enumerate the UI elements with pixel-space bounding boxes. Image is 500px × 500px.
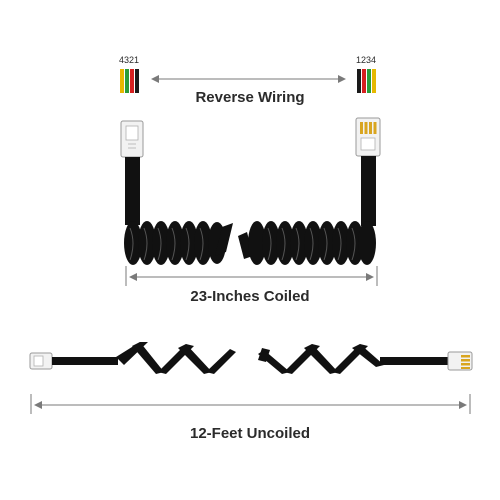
uncoiled-right-spiral: [258, 344, 384, 374]
left-pinout-label: 4321: [119, 55, 139, 65]
right-pinout-label: 1234: [356, 55, 376, 65]
uncoiled-length-label: 12-Feet Uncoiled: [190, 425, 310, 442]
reverse-wiring-label: Reverse Wiring: [195, 89, 304, 106]
right-rj11-connector-uncoiled: [447, 351, 473, 371]
left-cable-lead: [125, 157, 140, 225]
uncoiled-left-straight: [52, 357, 118, 365]
coiled-length-label: 23-Inches Coiled: [190, 288, 309, 305]
left-rj11-connector: [120, 120, 144, 158]
left-wire-swatch: [120, 69, 139, 93]
right-cable-lead: [361, 156, 376, 226]
coiled-cord-left-highlights: [129, 227, 204, 261]
right-wire-swatch: [357, 69, 376, 93]
uncoiled-left-spiral: [116, 342, 236, 374]
coiled-cord-right-highlights: [267, 227, 356, 261]
coiled-cord-left-section: [124, 221, 233, 265]
uncoiled-right-straight: [380, 357, 450, 365]
left-rj11-connector-uncoiled: [29, 352, 53, 370]
right-rj11-connector: [355, 117, 381, 157]
